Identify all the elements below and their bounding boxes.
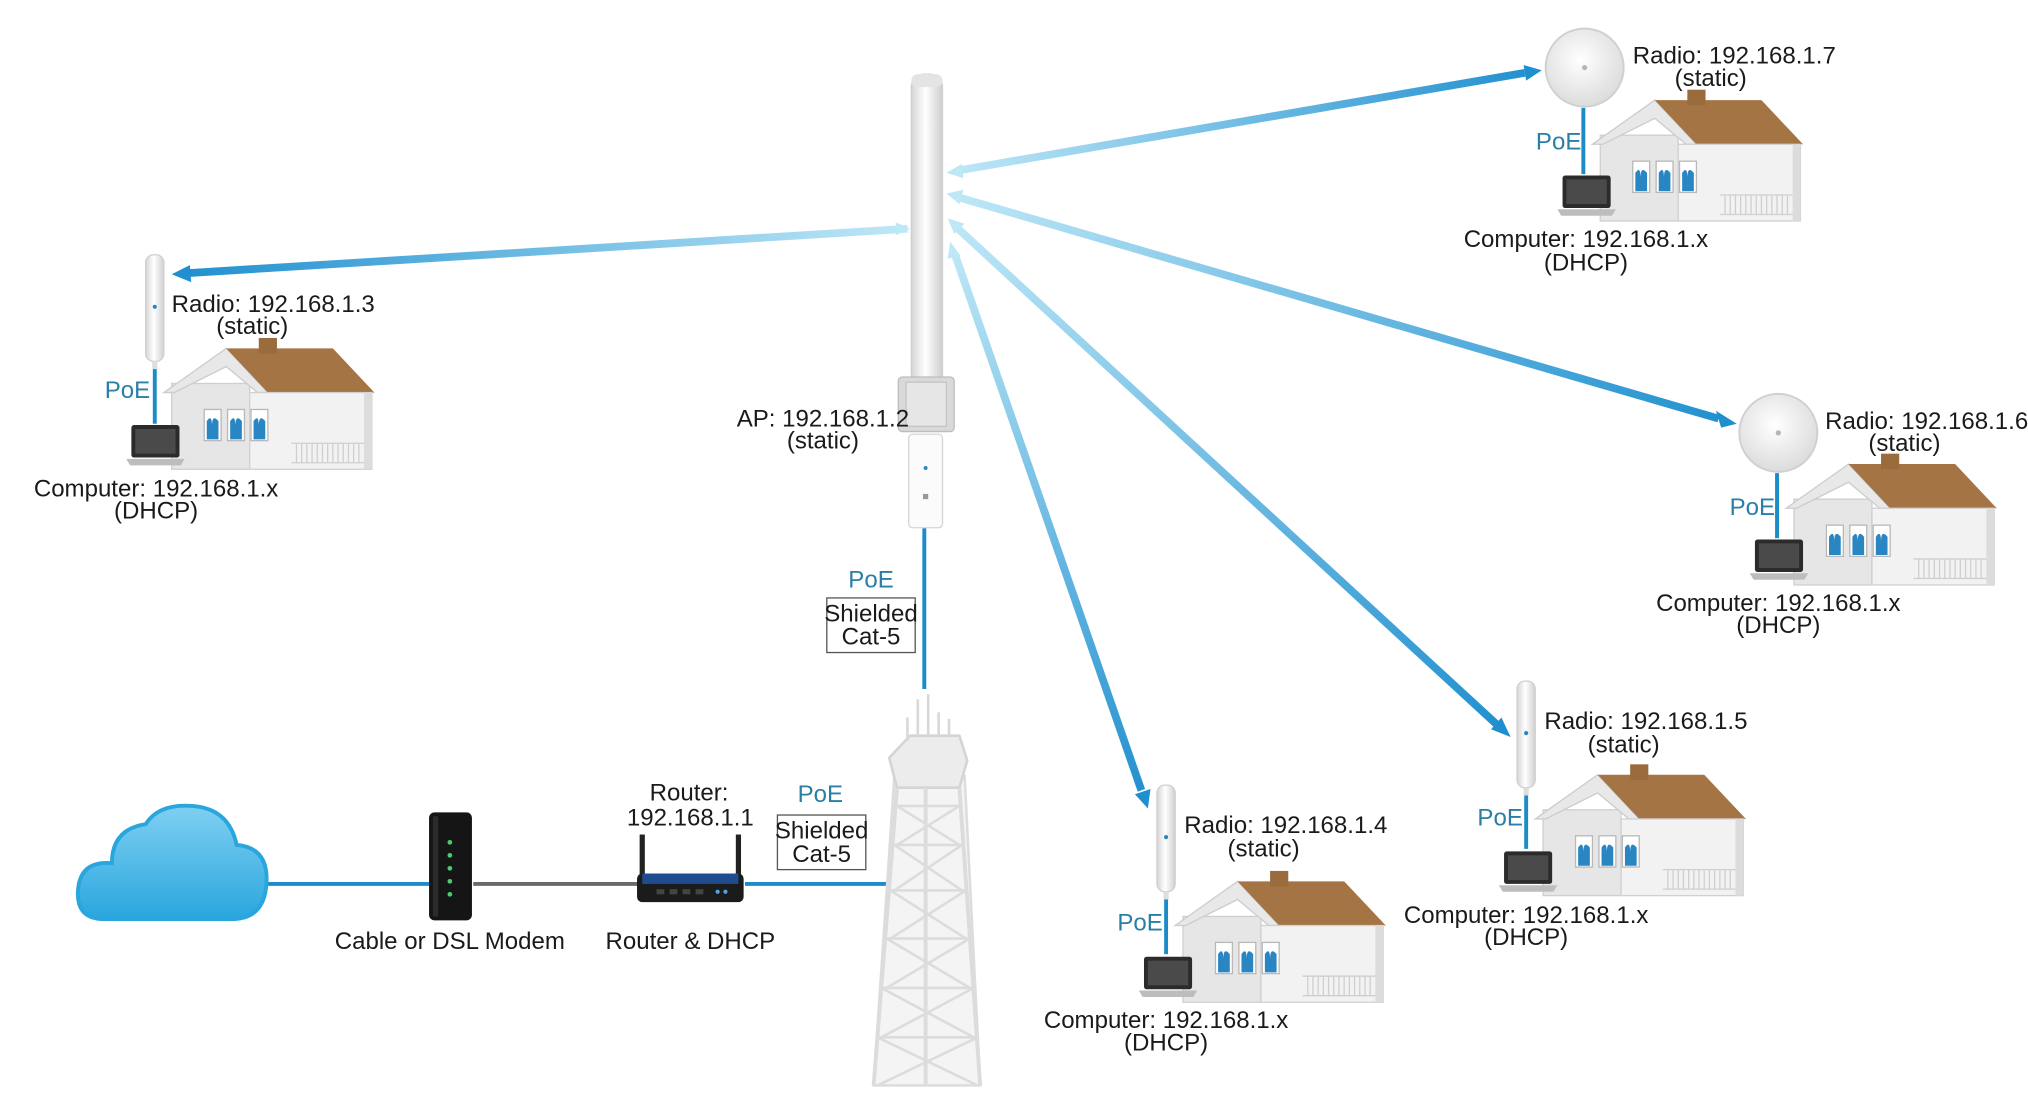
link-ap-r4-arrow-ap bbox=[947, 241, 961, 259]
link-ap-r7-arrow-radio bbox=[1523, 64, 1542, 81]
wireless-links bbox=[171, 64, 1737, 809]
laptop-icon bbox=[1498, 851, 1558, 892]
station-r6-radio-label: Radio: 192.168.1.6 bbox=[1825, 408, 2028, 435]
station-r7-computer-label: Computer: 192.168.1.x bbox=[1464, 226, 1708, 253]
laptop-icon bbox=[1749, 539, 1809, 580]
tower-icon bbox=[871, 694, 983, 1087]
sector-radio-icon bbox=[145, 254, 165, 370]
station-r5-poe-label: PoE bbox=[1477, 804, 1522, 831]
router-cable-line1: Shielded bbox=[775, 817, 869, 844]
laptop-icon bbox=[126, 425, 185, 466]
router-cable-line2: Cat-5 bbox=[792, 841, 851, 868]
link-ap-r3-arrow-radio bbox=[171, 265, 192, 283]
omni-antenna-icon bbox=[897, 73, 955, 529]
station-r6-radio-sub: (static) bbox=[1868, 430, 1940, 457]
link-ap-r6-arrow-ap bbox=[946, 189, 964, 205]
router-poe-label: PoE bbox=[798, 781, 843, 808]
station-r7-poe-label: PoE bbox=[1536, 128, 1581, 155]
station-r3: Radio: 192.168.1.3 (static) PoE Computer… bbox=[34, 254, 376, 525]
link-ap-r5-arrow-ap bbox=[947, 218, 965, 234]
link-ap-r5-arrow-radio bbox=[1491, 717, 1511, 738]
cloud-icon bbox=[75, 803, 269, 921]
house-icon bbox=[1534, 763, 1747, 897]
station-r4-computer-sub: (DHCP) bbox=[1124, 1029, 1208, 1056]
modem-label: Cable or DSL Modem bbox=[335, 928, 565, 955]
station-r5-radio-label: Radio: 192.168.1.5 bbox=[1544, 708, 1747, 735]
house-icon bbox=[1785, 453, 1998, 586]
station-r3-radio-label: Radio: 192.168.1.3 bbox=[172, 291, 375, 318]
laptop-icon bbox=[1557, 175, 1616, 216]
link-ap-r6-arrow-radio bbox=[1715, 410, 1737, 428]
ap-cable-line1: Shielded bbox=[824, 600, 918, 627]
sector-radio-icon bbox=[1156, 784, 1176, 901]
station-r5-computer-label: Computer: 192.168.1.x bbox=[1404, 902, 1648, 929]
link-ap-r4-arrow-radio bbox=[1134, 789, 1151, 809]
house-icon bbox=[1591, 89, 1804, 222]
station-r6-computer-label: Computer: 192.168.1.x bbox=[1656, 590, 1900, 617]
laptop-icon bbox=[1138, 956, 1198, 998]
router-label-line1: Router: bbox=[650, 780, 729, 807]
link-ap-r4 bbox=[951, 254, 1146, 792]
station-r6-computer-sub: (DHCP) bbox=[1736, 612, 1820, 639]
link-ap-r3-arrow-ap bbox=[895, 222, 911, 236]
station-r3-poe-label: PoE bbox=[105, 377, 150, 404]
station-r4-computer-label: Computer: 192.168.1.x bbox=[1044, 1007, 1288, 1034]
station-r7-radio-label: Radio: 192.168.1.7 bbox=[1633, 43, 1836, 70]
link-ap-r3 bbox=[189, 224, 908, 277]
link-ap-r6 bbox=[958, 193, 1720, 423]
ap-label: AP: 192.168.1.2 bbox=[737, 405, 909, 432]
dish-radio-icon bbox=[1738, 392, 1819, 473]
link-ap-r7 bbox=[958, 68, 1526, 175]
ap-poe-label: PoE bbox=[848, 567, 893, 594]
router-dhcp-label: Router & DHCP bbox=[606, 928, 776, 955]
wired-cables bbox=[263, 527, 927, 886]
ap-cable-box bbox=[826, 597, 916, 654]
ap-sub-label: (static) bbox=[787, 427, 859, 454]
station-r4-radio-label: Radio: 192.168.1.4 bbox=[1184, 812, 1387, 839]
dish-radio-icon bbox=[1544, 27, 1625, 108]
station-r7-computer-sub: (DHCP) bbox=[1544, 249, 1628, 276]
link-ap-r7-arrow-ap bbox=[946, 163, 964, 179]
station-r6-poe-label: PoE bbox=[1730, 494, 1775, 521]
house-icon bbox=[1174, 870, 1387, 1003]
station-r7-radio-sub: (static) bbox=[1675, 65, 1747, 92]
station-r4-poe-label: PoE bbox=[1117, 910, 1162, 937]
station-r7: Radio: 192.168.1.7 (static) PoE Computer… bbox=[1464, 27, 1836, 276]
ap-cable-line2: Cat-5 bbox=[842, 624, 901, 651]
modem-icon bbox=[429, 812, 472, 921]
router-cable-box bbox=[776, 814, 867, 871]
house-icon bbox=[163, 337, 376, 470]
router-label-line2: 192.168.1.1 bbox=[627, 804, 754, 831]
link-ap-r5 bbox=[955, 225, 1499, 727]
station-r5-radio-sub: (static) bbox=[1588, 732, 1660, 759]
station-r5: Radio: 192.168.1.5 (static) PoE Computer… bbox=[1404, 680, 1747, 951]
station-r3-radio-sub: (static) bbox=[216, 313, 288, 340]
station-r6: Radio: 192.168.1.6 (static) PoE Computer… bbox=[1656, 392, 2028, 639]
sector-radio-icon bbox=[1516, 680, 1536, 797]
station-r4-radio-sub: (static) bbox=[1228, 836, 1300, 863]
station-r5-computer-sub: (DHCP) bbox=[1484, 924, 1568, 951]
router-icon bbox=[637, 834, 744, 903]
station-r3-computer-sub: (DHCP) bbox=[114, 498, 198, 525]
station-r4: Radio: 192.168.1.4 (static) PoE Computer… bbox=[1044, 784, 1387, 1056]
station-r3-computer-label: Computer: 192.168.1.x bbox=[34, 476, 278, 503]
